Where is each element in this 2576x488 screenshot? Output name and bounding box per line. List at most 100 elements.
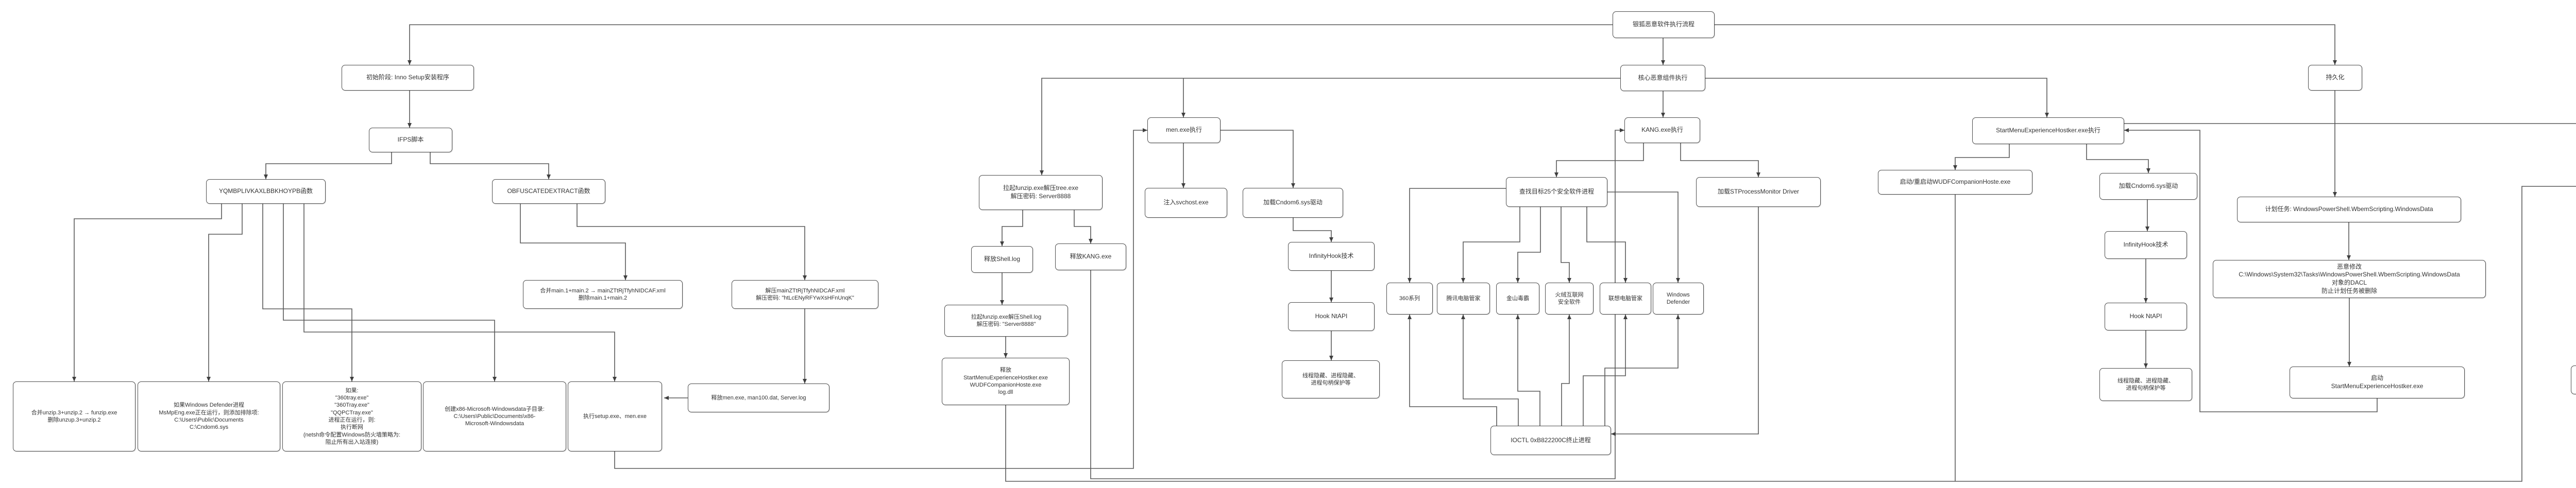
- arrowhead-icon: [2144, 363, 2148, 368]
- arrowhead-icon: [2045, 113, 2049, 117]
- arrowhead-icon: [1004, 353, 1008, 358]
- flow-node-schtask: 计划任务: WindowsPowerShell.WbemScripting.Wi…: [2237, 197, 2461, 222]
- arrowhead-icon: [207, 377, 211, 381]
- arrowhead-icon: [1089, 239, 1093, 243]
- flow-node-ifps: IFPS脚本: [369, 128, 452, 152]
- arrowhead-icon: [2146, 168, 2150, 173]
- flow-node-cndom6a: 加载Cndom6.sys驱动: [1243, 188, 1343, 218]
- arrowhead-icon: [1143, 128, 1147, 132]
- flow-node-mainunzip: 解压mainZTtRjTfyhNIDCAF.xml 解压密码: "htLcENy…: [732, 280, 878, 309]
- arrowhead-icon: [2124, 128, 2129, 132]
- arrowhead-icon: [1567, 278, 1571, 283]
- flow-node-b3: 如果: "360tray.exe" "360Tray.exe" "QQPCTra…: [282, 381, 421, 451]
- flow-node-title: 银狐恶意软件执行流程: [1613, 11, 1715, 38]
- flow-node-av4: 火绒互联网 安全软件: [1545, 283, 1594, 315]
- arrowhead-icon: [1461, 315, 1465, 319]
- flow-node-infinityb: InfinityHook技术: [2105, 231, 2187, 259]
- arrowhead-icon: [1661, 60, 1665, 65]
- arrowhead-icon: [1516, 278, 1520, 283]
- flow-node-obf: OBFUSCATEDEXTRACT函数: [492, 179, 605, 204]
- arrowhead-icon: [1408, 315, 1412, 319]
- flow-node-b1: 合并unzip.3+unzip.2 → funzip.exe 删除unzup.3…: [13, 381, 135, 451]
- arrowhead-icon: [1181, 183, 1185, 188]
- flow-node-funshell: 拉起funzip.exe解压Shell.log 解压密码: "Server888…: [944, 305, 1068, 337]
- flow-node-dacl: 恶意修改 C:\Windows\System32\Tasks\WindowsPo…: [2213, 260, 2486, 298]
- flow-node-men: men.exe执行: [1147, 117, 1221, 143]
- flow-node-inno: 初始阶段: Inno Setup安装程序: [342, 65, 474, 91]
- arrowhead-icon: [1329, 356, 1333, 360]
- flow-node-find25: 查找目标25个安全软件进程: [1506, 177, 1607, 207]
- flow-node-stpm: 加载STProcessMonitor Driver: [1696, 177, 1821, 207]
- arrowhead-icon: [547, 175, 551, 179]
- arrowhead-icon: [623, 275, 628, 280]
- flow-node-hookntapia: Hook NtAPI: [1288, 302, 1375, 331]
- flow-node-relkang: 释放KANG.exe: [1055, 243, 1126, 270]
- flow-node-av6: Windows Defender: [1653, 283, 1704, 315]
- arrowhead-icon: [1623, 278, 1628, 283]
- flow-node-wudfstart: 启动/重启动WUDFCompanionHoste.exe: [1878, 170, 2032, 195]
- arrowhead-icon: [493, 377, 497, 381]
- arrowhead-icon: [1000, 300, 1004, 305]
- arrowhead-icon: [1516, 315, 1520, 319]
- flow-node-b5: 执行setup.exe、men.exe: [568, 381, 662, 451]
- arrowhead-icon: [1408, 278, 1412, 283]
- arrowhead-icon: [1676, 278, 1680, 283]
- flow-node-av3: 金山毒霸: [1496, 283, 1539, 315]
- arrowhead-icon: [1620, 128, 1624, 132]
- arrowhead-icon: [2144, 298, 2148, 303]
- flow-node-relshell: 释放Shell.log: [971, 246, 1033, 273]
- flow-node-av5: 联想电脑管家: [1600, 283, 1651, 315]
- flow-node-ioctl: IOCTL 0xB822200C终止进程: [1490, 426, 1611, 455]
- arrowhead-icon: [2333, 60, 2337, 65]
- arrowhead-icon: [1291, 183, 1295, 188]
- flow-node-mainmerge: 合并main.1+main.2 → mainZTtRjTfyhNIDCAF.xm…: [523, 280, 683, 309]
- flow-node-b2: 如果Windows Defender进程 MsMpEng.exe正在运行，则添加…: [138, 381, 280, 451]
- arrowhead-icon: [1181, 113, 1185, 117]
- flow-node-core: 核心恶意组件执行: [1620, 65, 1705, 91]
- arrowhead-icon: [613, 377, 617, 381]
- flow-node-hookntapib: Hook NtAPI: [2105, 303, 2187, 330]
- arrowhead-icon: [2333, 192, 2337, 197]
- arrowhead-icon: [664, 396, 669, 400]
- flow-node-startmenu: StartMenuExperienceHostker.exe执行: [1972, 117, 2124, 144]
- arrowhead-icon: [1461, 278, 1465, 283]
- flow-node-threadsb: 线程隐藏、进程隐藏、 进程句柄保护等: [2099, 368, 2192, 401]
- arrowhead-icon: [2347, 362, 2351, 367]
- flow-node-threadsa: 线程隐藏、进程隐藏、 进程句柄保护等: [1282, 360, 1380, 398]
- flow-node-yqmb: YQMBPLIVKAXLBBKHOYPB函数: [206, 179, 326, 204]
- arrowhead-icon: [1567, 315, 1571, 319]
- flow-node-b4: 创建x86-Microsoft-Windowsdata子目录: C:\Users…: [423, 381, 566, 451]
- arrowhead-icon: [1040, 170, 1044, 175]
- flow-node-av2: 腾讯电脑管家: [1437, 283, 1490, 315]
- arrowhead-icon: [803, 379, 807, 384]
- flow-node-startsm: 启动 StartMenuExperienceHostker.exe: [2290, 367, 2465, 398]
- arrowhead-icon: [2145, 226, 2149, 231]
- arrowhead-icon: [1756, 172, 1760, 177]
- arrowhead-icon: [408, 60, 412, 65]
- arrowhead-icon: [1661, 113, 1665, 117]
- flow-node-kang: KANG.exe执行: [1624, 117, 1700, 143]
- arrowhead-icon: [408, 123, 412, 128]
- flow-node-gentime: 生成时间: 2025-11-20: [2571, 365, 2576, 394]
- flow-node-funtree: 拉起funzip.exe解压tree.exe 解压密码: Server8888: [979, 175, 1103, 210]
- flow-node-relstart: 释放 StartMenuExperienceHostker.exe WUDFCo…: [942, 358, 1070, 405]
- flow-node-injectsvc: 注入svchost.exe: [1145, 188, 1227, 218]
- flow-node-cndom6b: 加载Cndom6.sys驱动: [2099, 173, 2197, 200]
- arrowhead-icon: [803, 275, 807, 280]
- arrowhead-icon: [1611, 432, 1616, 436]
- arrowhead-icon: [264, 175, 268, 179]
- flow-node-persist: 持久化: [2308, 65, 2362, 91]
- flow-node-infinitya: InfinityHook技术: [1288, 242, 1375, 271]
- flow-node-relmen: 释放men.exe, man100.dat, Server.log: [688, 384, 829, 412]
- arrowhead-icon: [350, 377, 354, 381]
- arrowhead-icon: [1329, 237, 1333, 242]
- arrowhead-icon: [1329, 298, 1333, 302]
- arrowhead-icon: [1623, 315, 1628, 319]
- flow-node-av1: 360系列: [1386, 283, 1433, 315]
- arrowhead-icon: [1000, 241, 1004, 246]
- arrowhead-icon: [1676, 315, 1680, 319]
- arrowhead-icon: [1554, 172, 1558, 177]
- arrowhead-icon: [1953, 165, 1957, 170]
